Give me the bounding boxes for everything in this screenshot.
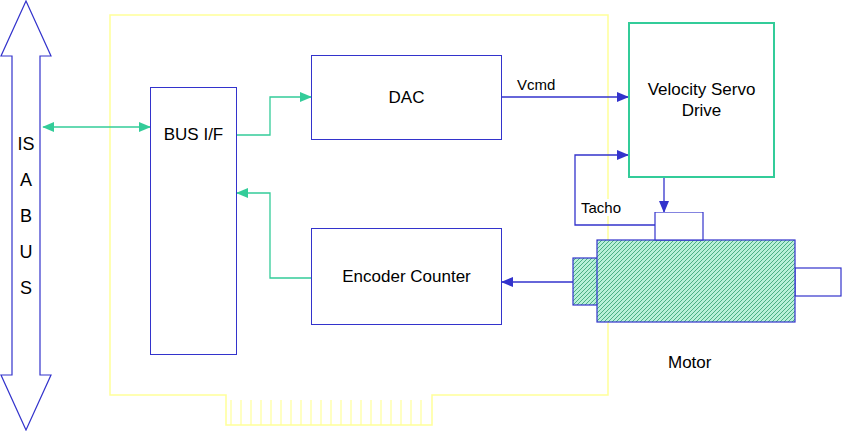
bus-interface-box: BUS I/F — [150, 87, 237, 355]
bus-link — [43, 126, 150, 127]
vcmd-line — [502, 96, 628, 97]
tacho-generator — [655, 212, 703, 240]
edge-connector-fingers — [228, 400, 430, 425]
tacho-feedback-line — [575, 155, 655, 225]
card-edge — [110, 15, 608, 425]
box-label: BUS I/F — [164, 124, 224, 145]
box-label: DAC — [389, 87, 425, 108]
signal-name: Vcmd — [516, 76, 556, 93]
box-label: Velocity Servo Drive — [635, 79, 768, 122]
encoder-read-line — [237, 193, 311, 278]
isa-bus-arrow: ISA BUS — [0, 0, 52, 431]
motor-label: Motor — [668, 352, 711, 373]
dac-box: DAC — [311, 55, 502, 140]
servo-drive-box: Velocity Servo Drive — [628, 22, 775, 178]
motor-body — [597, 240, 795, 322]
encoder-signal-line — [502, 281, 573, 282]
motor: Motor — [570, 212, 842, 380]
bus-name: ISA BUS — [17, 126, 35, 306]
signal-name: Tacho — [580, 199, 622, 216]
motor-shaft — [795, 268, 841, 296]
motor-end-cap — [573, 258, 598, 305]
drive-to-motor-line — [663, 178, 664, 212]
dac-write-line — [237, 97, 311, 135]
bus-arrow-shape — [1, 1, 51, 430]
box-label: Encoder Counter — [342, 266, 471, 287]
encoder-counter-box: Encoder Counter — [311, 228, 502, 325]
